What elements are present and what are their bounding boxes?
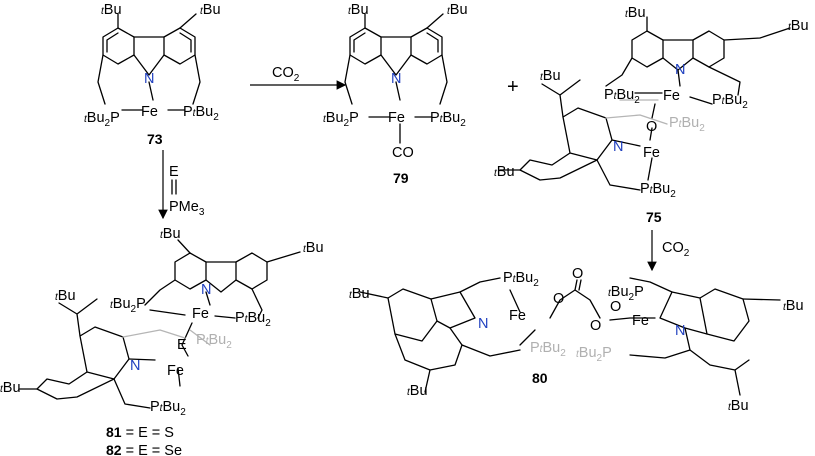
oxygen-label: O: [572, 266, 583, 282]
tbu-label: tBu: [303, 240, 324, 256]
phosphine-label: PtBu2: [503, 270, 539, 289]
phosphine-label: tBu2P: [84, 110, 120, 129]
tbu-label: tBu: [783, 298, 804, 314]
chalcogen-label: E: [177, 337, 187, 353]
oxygen-label: O: [646, 119, 657, 135]
phosphine-label-back: PtBu2: [530, 340, 566, 359]
iron-label: Fe: [388, 110, 405, 126]
nitrogen-label: N: [130, 358, 140, 374]
compound-73-number: 73: [147, 131, 163, 147]
phosphine-label: PtBu2: [235, 310, 271, 329]
tbu-label: tBu: [728, 398, 749, 414]
e-reagent-label: E: [169, 164, 179, 180]
nitrogen-label: N: [144, 71, 154, 87]
nitrogen-label: N: [201, 282, 211, 298]
iron-label: Fe: [663, 88, 680, 104]
iron-label: Fe: [141, 104, 158, 120]
phosphine-label: PtBu2: [640, 181, 676, 200]
carbonyl-label: CO: [392, 145, 414, 161]
co2-reagent-label: CO2: [272, 65, 300, 84]
phosphine-label-back: PtBu2: [669, 115, 705, 134]
phosphine-label: tBu2P: [608, 284, 644, 303]
oxygen-label: O: [590, 318, 601, 334]
phosphine-label: PtBu2: [604, 87, 640, 106]
tbu-label: tBu: [349, 286, 370, 302]
tbu-label: tBu: [160, 226, 181, 242]
nitrogen-label: N: [613, 139, 623, 155]
nitrogen-label: N: [391, 71, 401, 87]
compound-79-number: 79: [393, 170, 409, 186]
phosphine-label: PtBu2: [150, 399, 186, 418]
phosphine-label: PtBu2: [712, 92, 748, 111]
tbu-label: tBu: [447, 2, 468, 18]
tbu-label: tBu: [348, 2, 369, 18]
compound-81-caption: 81 = E = S: [106, 424, 174, 441]
tbu-label: tBu: [200, 2, 221, 18]
tbu-label: tBu: [101, 2, 122, 18]
tbu-label: tBu: [407, 383, 428, 399]
nitrogen-label: N: [478, 316, 488, 332]
phosphine-label: tBu2P: [110, 296, 146, 315]
compound-80-number: 80: [532, 370, 548, 386]
phosphine-label: tBu2P: [323, 110, 359, 129]
tbu-label: tBu: [788, 18, 809, 34]
plus-sign: +: [507, 76, 519, 98]
iron-label: Fe: [192, 306, 209, 322]
tbu-label: tBu: [625, 5, 646, 21]
compound-80: [359, 277, 781, 396]
iron-label: Fe: [643, 145, 660, 161]
compound-81-82: [19, 239, 301, 409]
nitrogen-label: N: [675, 62, 685, 78]
tbu-label: tBu: [540, 68, 561, 84]
phosphine-label: PtBu2: [430, 110, 466, 129]
compound-79: [344, 13, 448, 144]
tbu-label: tBu: [55, 288, 76, 304]
co2-reagent-label: CO2: [662, 240, 690, 259]
compound-75: [499, 16, 791, 191]
pme3-reagent-label: PMe3: [169, 199, 205, 218]
oxygen-label: O: [553, 291, 564, 307]
compound-73: [97, 13, 201, 111]
compound-75-number: 75: [646, 209, 662, 225]
nitrogen-label: N: [675, 323, 685, 339]
iron-label: Fe: [167, 363, 184, 379]
oxygen-label: O: [610, 299, 621, 315]
phosphine-label-back: PtBu2: [196, 332, 232, 351]
phosphine-label: PtBu2: [183, 104, 219, 123]
iron-label: Fe: [509, 308, 526, 324]
tbu-label: tBu: [494, 164, 515, 180]
compound-82-caption: 82 = E = Se: [106, 442, 182, 456]
iron-label: Fe: [632, 313, 649, 329]
tbu-label: tBu: [0, 380, 21, 396]
phosphine-label-back: tBu2P: [576, 345, 612, 364]
